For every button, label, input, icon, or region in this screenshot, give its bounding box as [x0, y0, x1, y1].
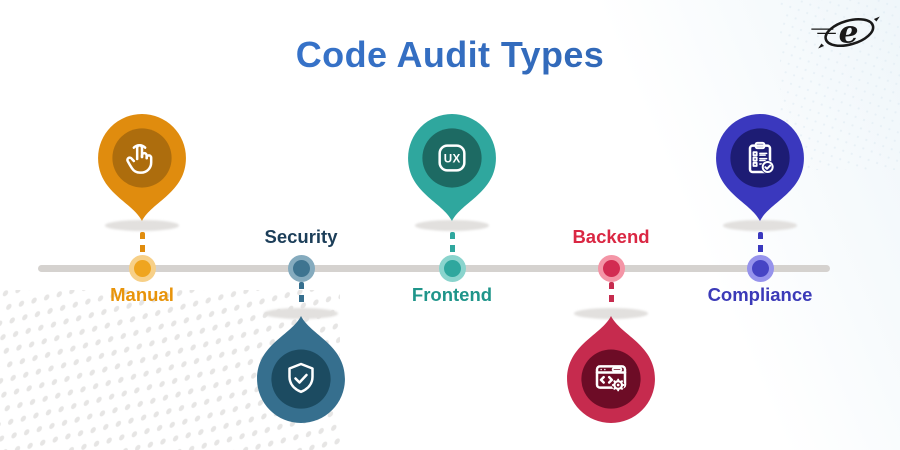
pin-icon-wrap: [740, 138, 780, 178]
pin-shadow: [264, 308, 338, 319]
esparkbiz-logo: e: [806, 8, 886, 57]
ux-badge-icon: UX: [438, 144, 466, 172]
pin-shadow: [105, 220, 179, 231]
e-orbit-logo-icon: e: [811, 15, 880, 51]
svg-text:UX: UX: [444, 153, 461, 166]
node-label: Compliance: [707, 284, 813, 305]
node-label: Backend: [572, 226, 650, 247]
pin-shadow: [723, 220, 797, 231]
timeline-dot-core: [292, 260, 310, 277]
code-window-gear-icon: [595, 365, 627, 392]
timeline-dot: [597, 255, 625, 282]
pin-marker: [257, 316, 345, 423]
pin-icon-wrap: [281, 359, 321, 399]
dashed-connector: [298, 282, 304, 306]
pin-shadow: [415, 220, 489, 231]
shield-check-icon: [288, 363, 314, 394]
node-label: Manual: [110, 284, 174, 305]
page-title: Code Audit Types: [0, 34, 900, 76]
timeline-dot: [128, 255, 156, 282]
timeline-dot-core: [602, 260, 620, 277]
dashed-connector: [608, 282, 614, 306]
pin-icon-wrap: [591, 359, 631, 399]
timeline-dot: [287, 255, 315, 282]
timeline-dot: [746, 255, 774, 282]
logo-letter: e: [839, 15, 859, 51]
pin-icon-wrap: [122, 138, 162, 178]
dashed-connector: [757, 232, 763, 256]
clipboard-checklist-icon: [748, 142, 775, 174]
pin-marker: [408, 114, 496, 221]
tap-hand-icon: [126, 144, 153, 175]
pin-shadow: [574, 308, 648, 319]
dashed-connector: [449, 232, 455, 256]
timeline-bar: [38, 265, 830, 272]
timeline-dot-core: [751, 260, 769, 277]
dashed-connector: [139, 232, 145, 256]
timeline-dot-core: [443, 260, 461, 277]
node-label: Frontend: [411, 284, 493, 305]
pin-marker: [716, 114, 804, 221]
timeline-dot-core: [133, 260, 151, 277]
timeline-dot: [438, 255, 466, 282]
node-label: Security: [264, 226, 338, 247]
pin-icon-wrap: UX: [432, 138, 472, 178]
